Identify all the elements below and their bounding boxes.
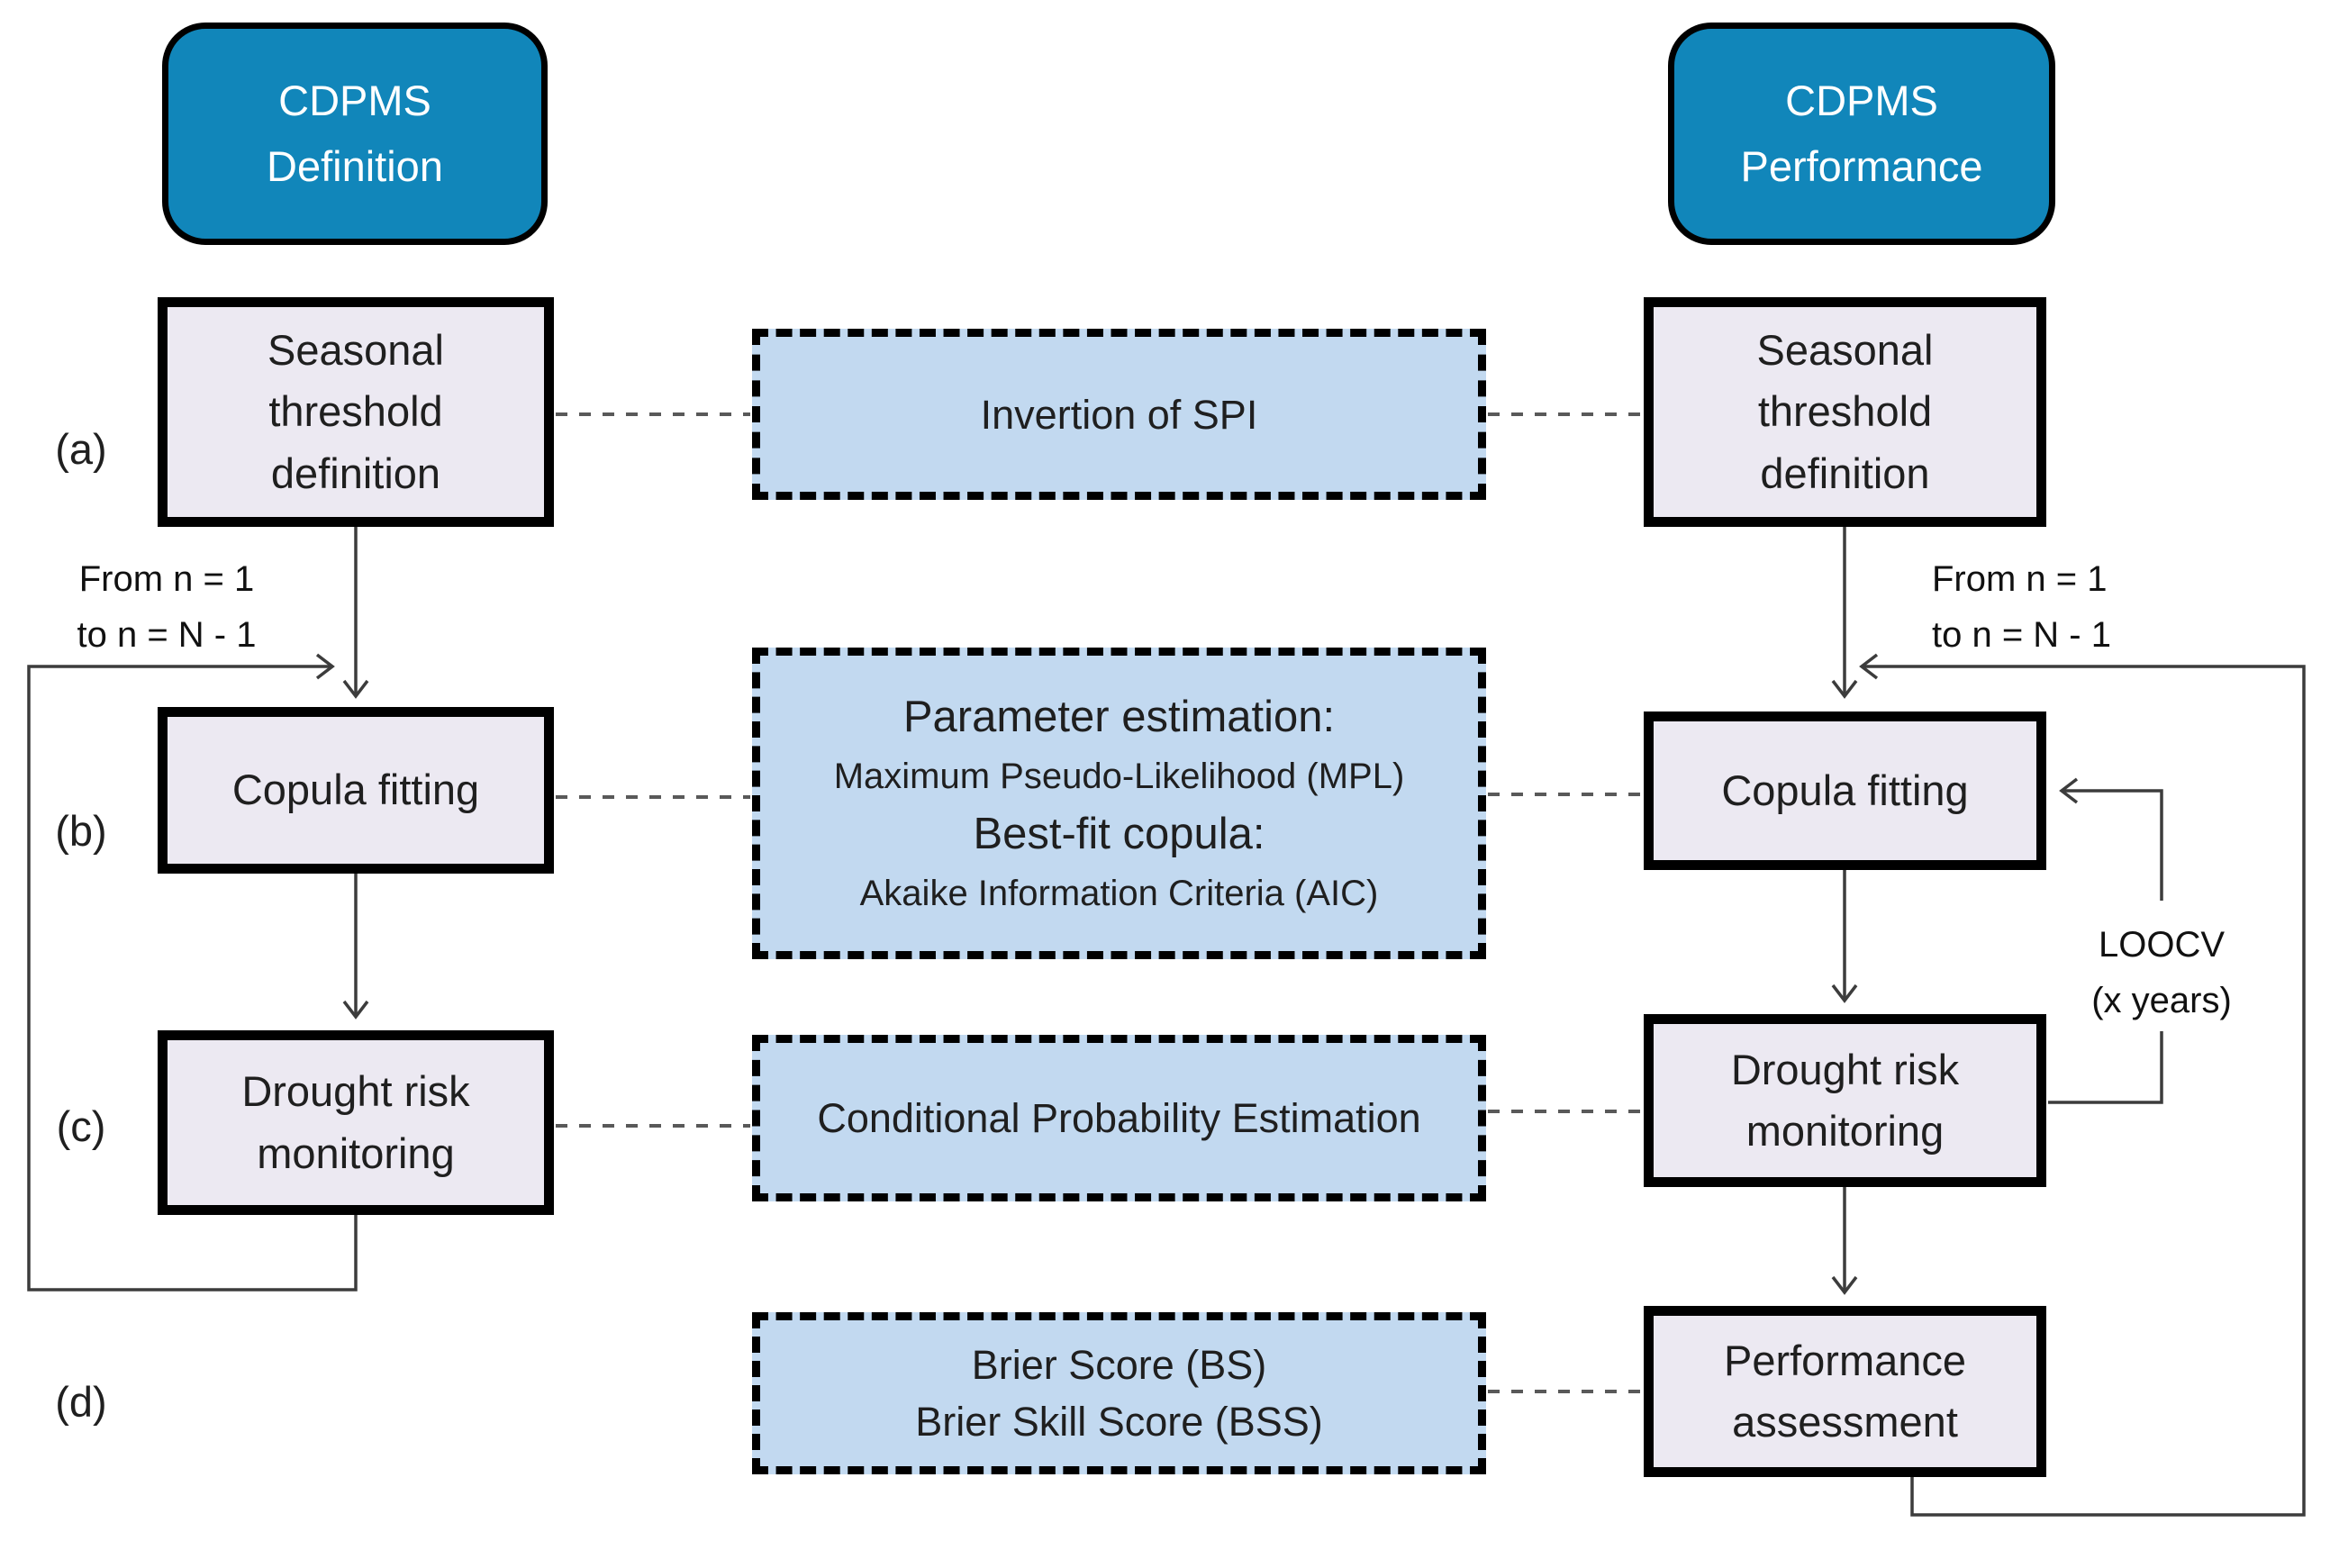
step-performance-drought-risk-monitoring: Drought risk monitoring <box>1644 1014 2046 1187</box>
loop-range-performance-line2: to n = N - 1 <box>1932 615 2111 655</box>
header-cdpms-performance: CDPMS Performance <box>1668 23 2055 245</box>
method-conditional-probability: Conditional Probability Estimation <box>752 1035 1486 1201</box>
method-best-fit-copula-title: Best-fit copula: <box>973 810 1265 858</box>
row-label-d-text: (d) <box>55 1377 107 1426</box>
loocv-line-bottom <box>2048 1031 2163 1104</box>
method-brier-score-text: Brier Score (BS) <box>971 1342 1267 1388</box>
method-aic-text: Akaike Information Criteria (AIC) <box>859 873 1379 913</box>
method-mpl-text: Maximum Pseudo-Likelihood (MPL) <box>833 757 1405 796</box>
step-definition-seasonal-threshold: Seasonal threshold definition <box>158 297 554 527</box>
method-conditional-probability-text: Conditional Probability Estimation <box>817 1095 1421 1141</box>
step-performance-seasonal-threshold: Seasonal threshold definition <box>1644 297 2046 527</box>
step-performance-copula-fitting: Copula fitting <box>1644 711 2046 870</box>
step-definition-drought-risk-monitoring-label: Drought risk monitoring <box>241 1067 470 1177</box>
loop-performance <box>1859 653 2306 1517</box>
row-label-c: (c) <box>36 1101 126 1151</box>
loocv-label-line1: LOOCV <box>2098 925 2226 965</box>
method-brier-skill-score-text: Brier Skill Score (BSS) <box>915 1399 1323 1445</box>
step-performance-assessment-label: Performance assessment <box>1723 1336 1967 1446</box>
row-label-a: (a) <box>36 423 126 474</box>
loop-range-label-performance: From n = 1 to n = N - 1 <box>1932 551 2166 663</box>
step-definition-copula-fitting-label: Copula fitting <box>231 766 480 814</box>
loop-range-performance-line1: From n = 1 <box>1932 559 2108 599</box>
header-cdpms-performance-label: CDPMS Performance <box>1740 76 1983 190</box>
method-inversion-of-spi-text: Invertion of SPI <box>980 391 1258 438</box>
step-performance-drought-risk-monitoring-label: Drought risk monitoring <box>1730 1045 1960 1155</box>
loop-range-label-definition: From n = 1 to n = N - 1 <box>63 551 270 663</box>
loocv-arrow-top <box>2059 777 2163 901</box>
loop-range-definition-line2: to n = N - 1 <box>77 615 257 655</box>
step-performance-copula-fitting-label: Copula fitting <box>1721 766 1969 814</box>
loocv-label-line2: (x years) <box>2091 981 2232 1020</box>
row-label-a-text: (a) <box>55 424 107 473</box>
loocv-label: LOOCV (x years) <box>2063 917 2261 1029</box>
step-definition-copula-fitting: Copula fitting <box>158 707 554 874</box>
loop-range-definition-line1: From n = 1 <box>78 559 255 599</box>
step-definition-drought-risk-monitoring: Drought risk monitoring <box>158 1030 554 1215</box>
method-parameter-estimation-title: Parameter estimation: <box>902 693 1336 742</box>
row-label-b: (b) <box>36 805 126 856</box>
step-definition-seasonal-threshold-label: Seasonal threshold definition <box>267 326 444 497</box>
step-performance-seasonal-threshold-label: Seasonal threshold definition <box>1756 326 1934 497</box>
flow-arrows <box>27 527 2306 1517</box>
method-inversion-of-spi: Invertion of SPI <box>752 329 1486 500</box>
header-cdpms-definition: CDPMS Definition <box>162 23 548 245</box>
header-cdpms-definition-label: CDPMS Definition <box>267 76 443 190</box>
method-brier-scores: Brier Score (BS) Brier Skill Score (BSS) <box>752 1312 1486 1474</box>
step-performance-assessment: Performance assessment <box>1644 1306 2046 1477</box>
row-label-b-text: (b) <box>55 806 107 855</box>
row-label-d: (d) <box>36 1376 126 1427</box>
method-parameter-estimation: Parameter estimation: Maximum Pseudo-Lik… <box>752 648 1486 959</box>
loop-definition <box>27 653 358 1292</box>
dotted-connectors <box>556 412 1642 1393</box>
row-label-c-text: (c) <box>56 1101 106 1150</box>
